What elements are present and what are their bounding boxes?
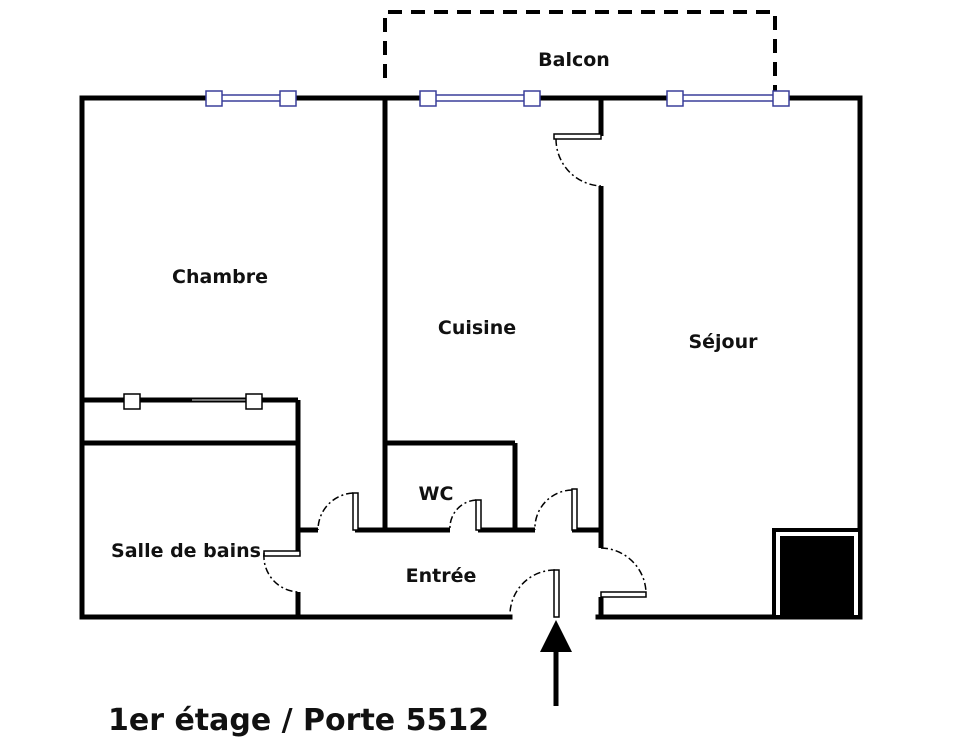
floor-caption: 1er étage / Porte 5512 [108,703,490,738]
room-label-cuisine: Cuisine [437,317,517,339]
room-label-sejour: Séjour [688,331,758,353]
floor-plan [79,10,863,706]
room-label-salle-de-bains: Salle de bains [111,540,261,562]
door-cuisine [534,488,578,531]
doors [263,133,647,618]
duct-block [772,528,862,619]
door-wc [449,499,482,531]
windows [205,90,790,107]
window-chambre [205,90,297,107]
window-cuisine [419,90,541,107]
window-sejour [666,90,790,107]
door-chambre [317,492,359,531]
room-label-entree: Entrée [405,565,477,587]
door-entrance [509,569,560,618]
closet-sliding-door [123,393,263,410]
room-label-chambre: Chambre [172,266,268,288]
door-entree-sejour [600,547,647,598]
room-label-wc: WC [418,483,454,505]
entrance-arrow [540,620,572,706]
door-salle-de-bains [263,550,301,593]
balcony-outline [383,10,777,92]
room-label-balcon: Balcon [538,49,610,71]
door-cuisine-sejour [553,133,602,187]
